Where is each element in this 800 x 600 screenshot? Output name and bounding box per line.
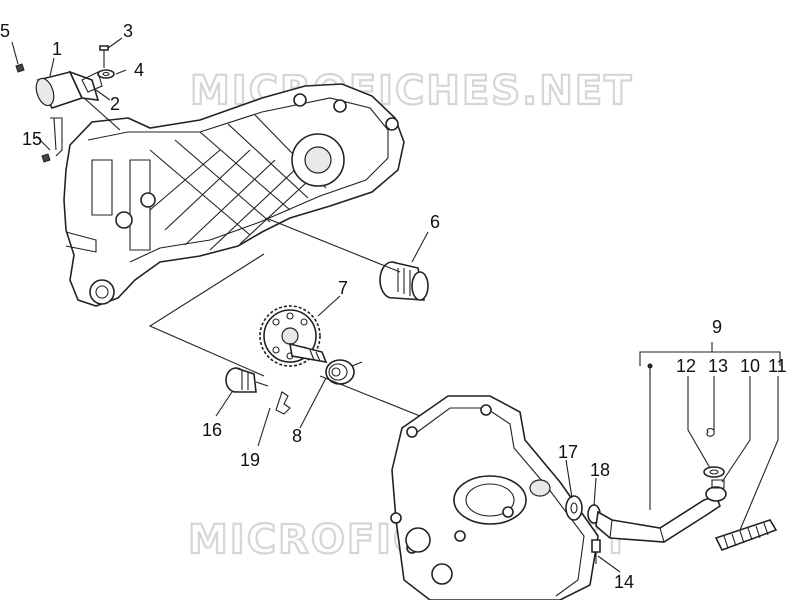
crankcase [63,83,405,307]
callout-7: 7 [338,278,348,298]
callout-2: 2 [110,94,120,114]
callout-14: 14 [614,572,634,592]
side-cover [390,395,599,600]
callout-8: 8 [292,426,302,446]
callout-12: 12 [676,356,696,376]
screw-14 [591,539,601,564]
washer-17 [565,495,583,521]
callout-15: 15 [22,129,42,149]
callout-6: 6 [430,212,440,232]
starter-gear-6 [379,261,429,301]
clip-13 [706,427,715,437]
callout-19: 19 [240,450,260,470]
callout-4: 4 [134,60,144,80]
kick-lever [595,486,727,543]
screw-5 [15,63,25,73]
driven-gear-7 [259,305,328,367]
callout-3: 3 [123,21,133,41]
callout-1: 1 [52,39,62,59]
callout-13: 13 [708,356,728,376]
starter-motor [35,70,121,131]
callout-5: 5 [0,21,10,41]
gasket-2 [81,71,103,93]
bolt-3 [99,45,109,68]
callout-16: 16 [202,420,222,440]
callout-17: 17 [558,442,578,462]
callout-18: 18 [590,460,610,480]
spring-10 [711,479,725,489]
callout-labels: 1 2 3 4 5 6 7 8 9 10 11 12 13 14 15 16 1… [0,21,787,592]
pedal-rubber-11 [714,519,778,551]
bracket-15 [41,117,63,163]
callout-9: 9 [712,317,722,337]
leader-lines [11,37,781,573]
callout-11: 11 [768,356,787,376]
washer-12 [703,466,725,478]
callout-10: 10 [740,356,760,376]
pinion-16 [225,367,269,393]
washer-4 [97,69,115,79]
clip-19 [275,391,291,415]
